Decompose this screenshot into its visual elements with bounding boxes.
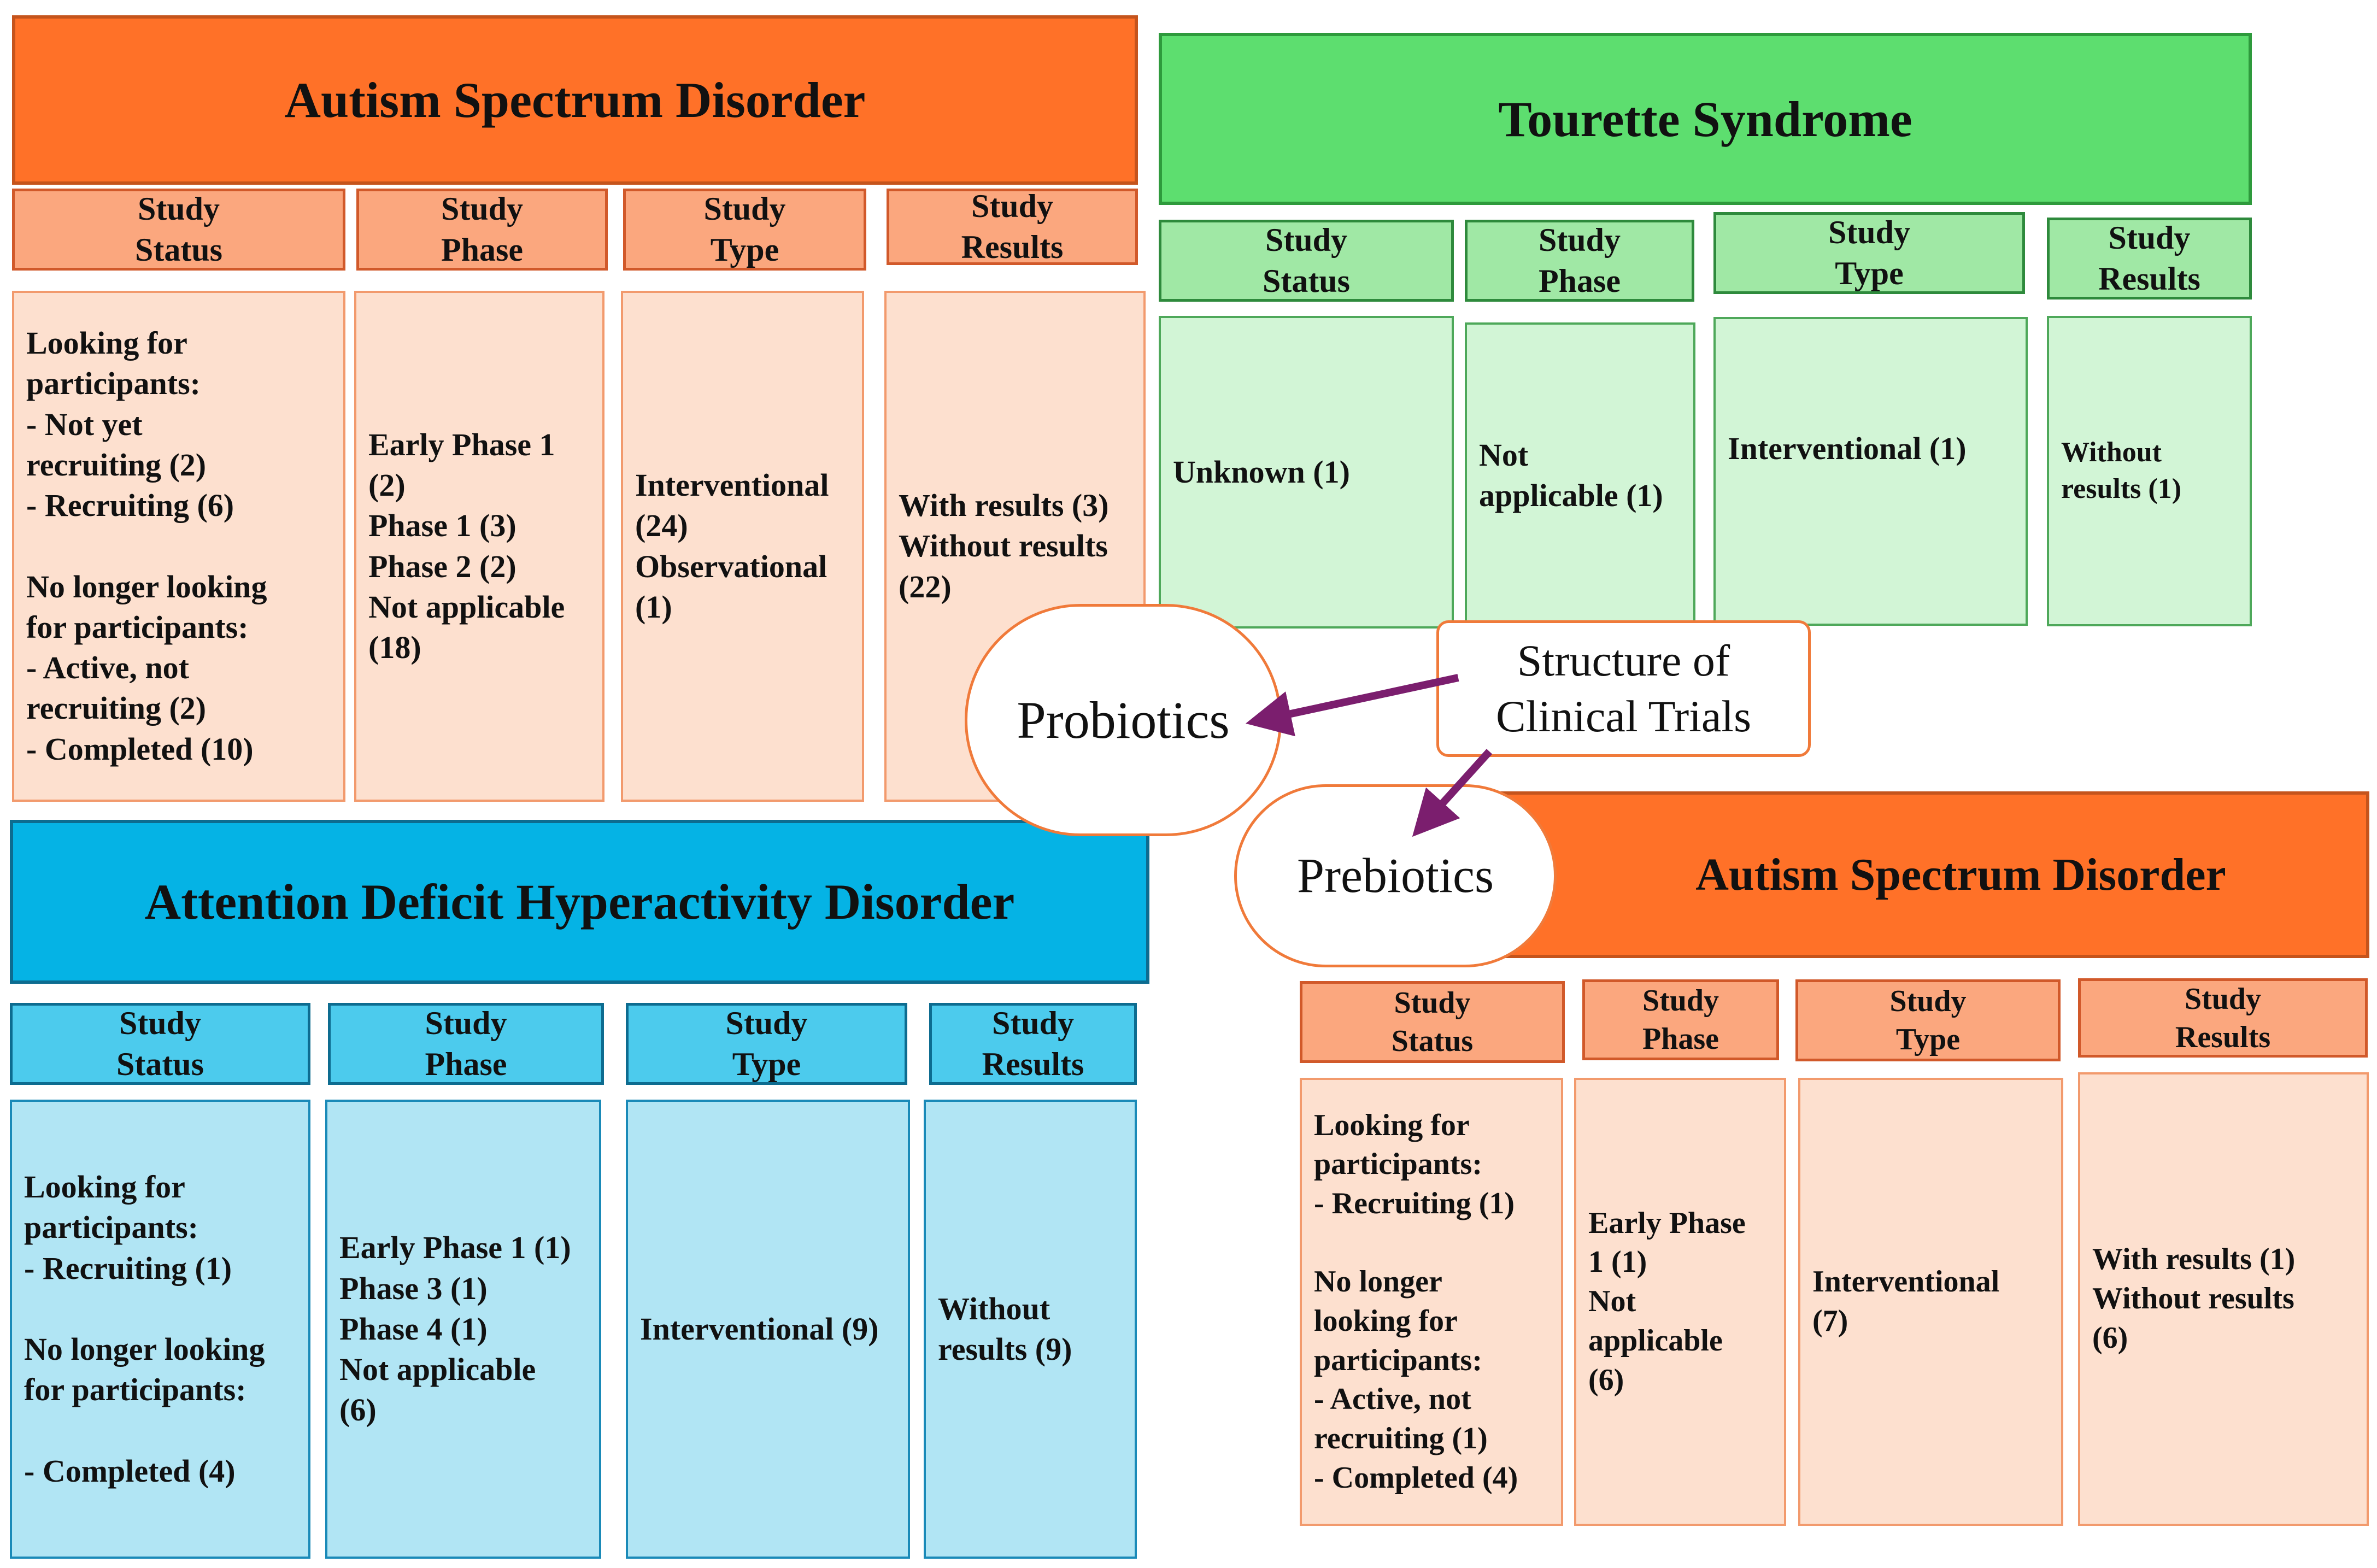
tourette-cell-phase: Not applicable (1) bbox=[1465, 322, 1695, 629]
tourette-header-status: Study Status bbox=[1159, 220, 1454, 302]
asd-probiotics-header-phase: Study Phase bbox=[356, 189, 608, 271]
prebiotics-node: Prebiotics bbox=[1234, 784, 1557, 967]
adhd-header-type: Study Type bbox=[626, 1003, 907, 1085]
adhd-header-status: Study Status bbox=[10, 1003, 310, 1085]
asd-prebiotics-title: Autism Spectrum Disorder bbox=[1421, 791, 2369, 958]
tourette-header-type: Study Type bbox=[1713, 212, 2025, 294]
tourette-header-phase: Study Phase bbox=[1465, 220, 1694, 302]
asd-prebiotics-title-text: Autism Spectrum Disorder bbox=[1695, 849, 2226, 900]
asd-prebiotics-cell-results: With results (1) Without results (6) bbox=[2078, 1072, 2369, 1526]
asd-prebiotics-header-phase: Study Phase bbox=[1582, 979, 1779, 1060]
tourette-cell-type: Interventional (1) bbox=[1713, 317, 2028, 626]
asd-probiotics-title: Autism Spectrum Disorder bbox=[12, 15, 1138, 185]
tourette-header-results: Study Results bbox=[2047, 218, 2252, 299]
structure-node: Structure of Clinical Trials bbox=[1436, 620, 1811, 757]
tourette-cell-results: Without results (1) bbox=[2047, 316, 2252, 626]
asd-probiotics-cell-type: Interventional (24) Observational (1) bbox=[621, 291, 864, 802]
adhd-header-phase: Study Phase bbox=[328, 1003, 604, 1085]
adhd-title: Attention Deficit Hyperactivity Disorder bbox=[10, 820, 1149, 984]
asd-prebiotics-header-status: Study Status bbox=[1300, 981, 1565, 1063]
tourette-cell-status: Unknown (1) bbox=[1159, 316, 1454, 629]
asd-prebiotics-header-results: Study Results bbox=[2078, 978, 2368, 1058]
arrow-to-probiotics bbox=[1245, 674, 1459, 737]
adhd-cell-type: Interventional (9) bbox=[626, 1100, 910, 1559]
adhd-cell-results: Without results (9) bbox=[924, 1100, 1137, 1559]
asd-prebiotics-header-type: Study Type bbox=[1795, 979, 2061, 1061]
asd-probiotics-cell-phase: Early Phase 1 (2) Phase 1 (3) Phase 2 (2… bbox=[354, 291, 604, 802]
adhd-header-results: Study Results bbox=[929, 1003, 1137, 1085]
tourette-title: Tourette Syndrome bbox=[1159, 33, 2252, 205]
asd-probiotics-header-status: Study Status bbox=[12, 189, 345, 271]
asd-prebiotics-cell-phase: Early Phase 1 (1) Not applicable (6) bbox=[1574, 1078, 1786, 1526]
asd-prebiotics-cell-type: Interventional (7) bbox=[1798, 1078, 2063, 1526]
adhd-cell-phase: Early Phase 1 (1) Phase 3 (1) Phase 4 (1… bbox=[325, 1100, 601, 1559]
arrow-to-prebiotics bbox=[1412, 749, 1493, 837]
asd-prebiotics-cell-status: Looking for participants: - Recruiting (… bbox=[1300, 1078, 1563, 1526]
probiotics-node: Probiotics bbox=[965, 604, 1282, 836]
asd-probiotics-cell-status: Looking for participants: - Not yet recr… bbox=[12, 291, 345, 802]
asd-probiotics-header-type: Study Type bbox=[623, 189, 866, 271]
asd-probiotics-header-results: Study Results bbox=[887, 188, 1138, 265]
adhd-cell-status: Looking for participants: - Recruiting (… bbox=[10, 1100, 310, 1559]
